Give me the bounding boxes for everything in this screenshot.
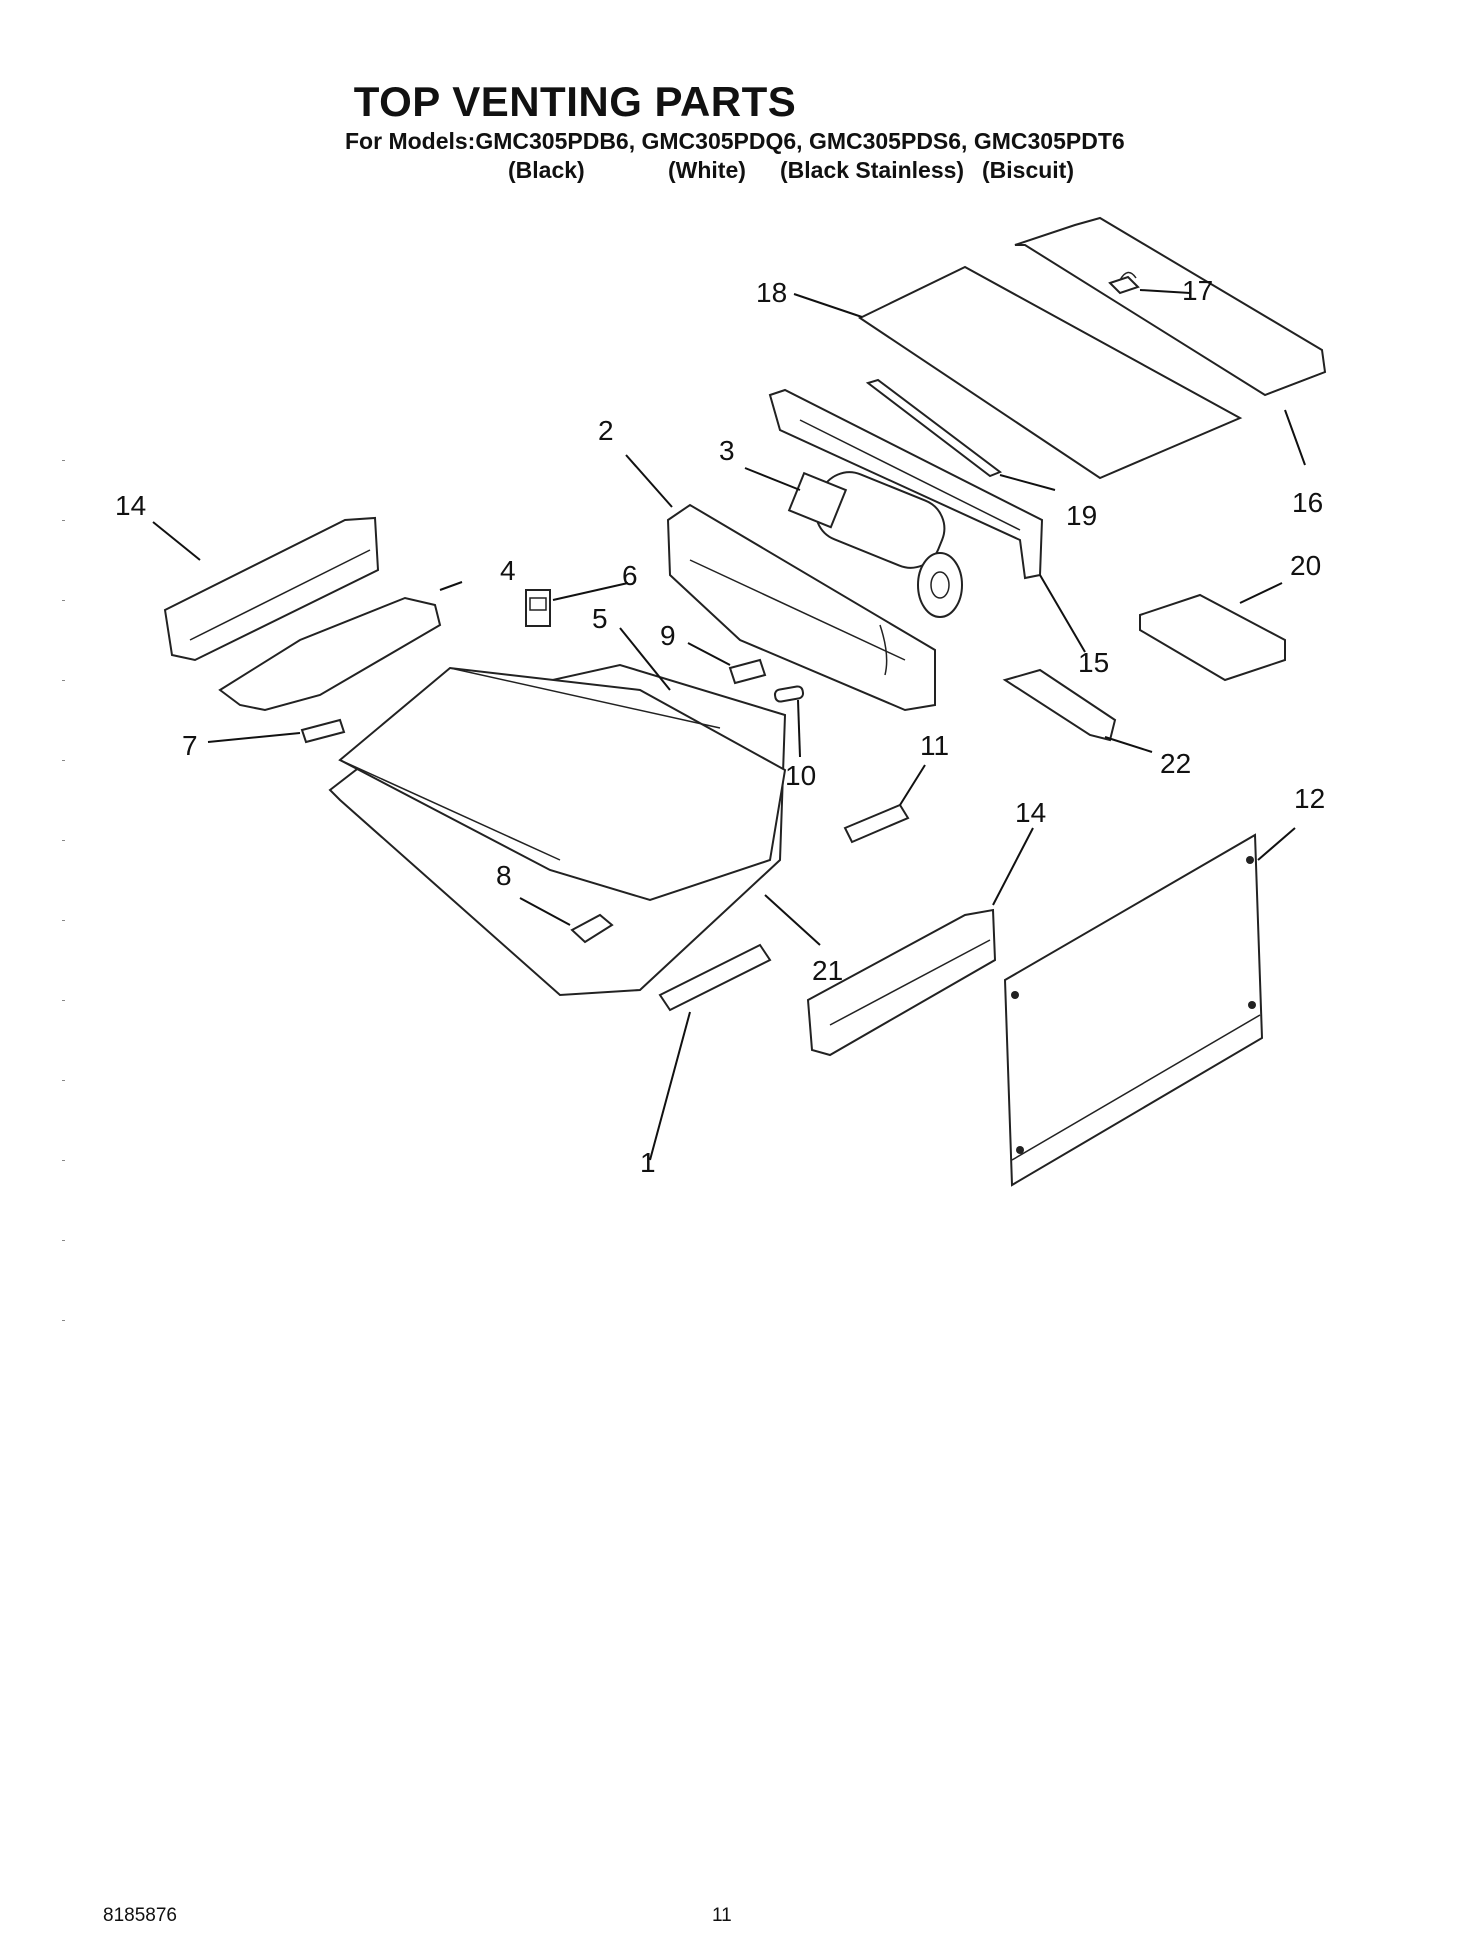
callout-3: 3 <box>719 435 735 466</box>
doc-number: 8185876 <box>103 1905 177 1926</box>
part-14-left-bracket[interactable] <box>163 516 380 662</box>
page-title: TOP VENTING PARTS <box>353 78 797 125</box>
part-8-latch[interactable] <box>570 913 614 944</box>
callout-14-left: 14 <box>115 490 146 521</box>
callout-15: 15 <box>1078 647 1109 678</box>
part-19-vent-strip[interactable] <box>865 378 1003 478</box>
margin-tick <box>62 680 65 681</box>
part-9-terminal[interactable] <box>728 658 767 685</box>
color-white: (White) <box>668 157 746 183</box>
models-line: For Models:GMC305PDB6, GMC305PDQ6, GMC30… <box>345 128 1125 154</box>
callout-19: 19 <box>1066 500 1097 531</box>
margin-tick <box>62 760 65 761</box>
page-number: 11 <box>712 1905 732 1926</box>
part-7-clip[interactable] <box>300 718 346 744</box>
margin-tick <box>62 460 65 461</box>
part-1-base-tray[interactable] <box>328 663 787 1012</box>
margin-tick <box>62 520 65 521</box>
callout-1: 1 <box>640 1147 656 1178</box>
callout-4: 4 <box>500 555 516 586</box>
color-biscuit: (Biscuit) <box>982 157 1074 183</box>
margin-tick <box>62 600 65 601</box>
part-4-mounting-plate[interactable] <box>218 596 442 712</box>
callout-labels: 1 2 3 4 5 6 7 8 9 10 11 12 14 14 15 16 1… <box>115 275 1325 1178</box>
part-22-bracket[interactable] <box>1002 668 1117 742</box>
callout-12: 12 <box>1294 783 1325 814</box>
margin-tick <box>62 1320 65 1321</box>
part-17-clip[interactable] <box>1108 271 1140 295</box>
leader-lines <box>152 289 1306 1161</box>
callout-17: 17 <box>1182 275 1213 306</box>
part-11-terminal-strip[interactable] <box>843 803 910 844</box>
callout-9: 9 <box>660 620 676 651</box>
part-16-top-panel[interactable] <box>1014 216 1327 397</box>
callout-11: 11 <box>920 730 949 761</box>
margin-tick <box>62 840 65 841</box>
color-black-stainless: (Black Stainless) <box>780 157 965 183</box>
margin-tick <box>62 1080 65 1081</box>
callout-7: 7 <box>182 730 198 761</box>
part-20-bracket[interactable] <box>1139 593 1286 682</box>
part-6-switch[interactable] <box>525 589 551 627</box>
margin-tick <box>62 920 65 921</box>
part-2-duct[interactable] <box>666 503 936 712</box>
callout-14-right: 14 <box>1015 797 1046 828</box>
part-18-deflector-plate[interactable] <box>857 265 1243 480</box>
callout-18: 18 <box>756 277 787 308</box>
part-15-louver-bracket[interactable] <box>768 388 1044 580</box>
callout-6: 6 <box>622 560 638 591</box>
callout-20: 20 <box>1290 550 1321 581</box>
part-14-right-bracket[interactable] <box>806 908 997 1057</box>
part-10-fuse[interactable] <box>773 685 805 703</box>
callout-16: 16 <box>1292 487 1323 518</box>
part-3-blower[interactable] <box>787 463 963 618</box>
callout-10: 10 <box>785 760 816 791</box>
callout-21: 21 <box>812 955 843 986</box>
part-12-front-panel[interactable] <box>1003 833 1264 1187</box>
callout-5: 5 <box>592 603 608 634</box>
margin-tick <box>62 1160 65 1161</box>
margin-tick <box>62 1000 65 1001</box>
callout-8: 8 <box>496 860 512 891</box>
color-black: (Black) <box>508 157 585 183</box>
margin-tick <box>62 1240 65 1241</box>
callout-2: 2 <box>598 415 614 446</box>
callout-22: 22 <box>1160 748 1191 779</box>
